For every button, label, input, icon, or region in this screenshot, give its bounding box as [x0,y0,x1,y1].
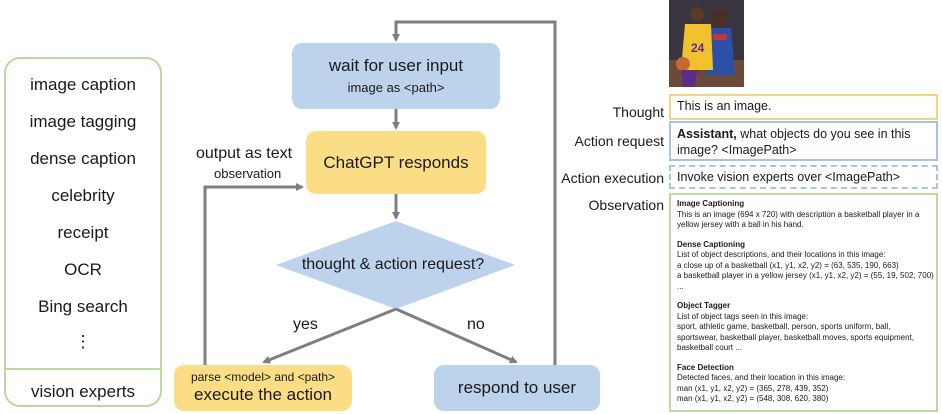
dense-line: List of object descriptions, and their l… [677,250,886,259]
expert-image-tagging: image tagging [29,112,137,131]
face-title: Face Detection [677,362,734,372]
dense-line: ... [677,281,684,291]
chatgpt-label: ChatGPT responds [323,153,469,172]
action-request-label: Action request [574,133,665,149]
expert-dense-caption: dense caption [30,149,136,168]
observation-box: Image Captioning This is an image (694 x… [669,193,938,412]
expert-receipt: receipt [57,223,109,242]
loop-arrow [392,20,557,365]
observation-section-label: Observation [588,197,664,213]
thought-text: This is an image. [677,99,772,113]
svg-text:24: 24 [691,41,705,55]
experts-divider [4,368,162,370]
tagger-line: sportswear, basketball player, basketbal… [677,332,915,342]
no-arrow [395,307,518,364]
expert-ocr: OCR [64,260,102,279]
yes-label: yes [293,316,318,333]
vision-experts-panel [4,57,162,407]
expert-more-ellipsis: ⋮ [74,332,92,351]
execute-sub-label: parse <model> and <path> [190,370,336,384]
observation-arrow [203,183,304,365]
tagger-line: sport, athletic game, basketball, person… [677,322,891,331]
vision-experts-footer: vision experts [31,382,135,401]
decision-diamond [276,221,515,309]
execute-main-label: execute the action [194,385,332,404]
tagger-line: basketball court ... [677,343,742,352]
thought-box: This is an image. [669,94,938,120]
tagger-line: List of object tags seen in this image: [677,311,809,321]
output-as-text-label: output as text [196,145,293,162]
caption-line: This is an image (694 x 720) with descri… [677,209,920,219]
face-line: man (x1, y1, x2, y2) = (548, 308, 620, 3… [677,394,829,403]
dense-title: Dense Captioning [677,239,746,249]
wait-for-input-node: wait for user input image as <path> [292,43,500,109]
caption-line: yellow jersey with a ball in his hand. [677,220,804,229]
respond-to-user-node: respond to user [434,365,600,411]
wait-main-label: wait for user input [328,56,464,75]
thought-label: Thought [612,104,664,120]
action-bold-text: Assistant, [677,127,737,141]
no-label: no [467,316,485,333]
face-line: Detected faces, and their location in th… [677,373,846,382]
action-execution-label: Action execution [561,170,664,186]
yes-arrow [262,307,397,364]
caption-title: Image Captioning [677,199,745,208]
decision-label: thought & action request? [301,256,485,273]
observation-label: observation [214,166,282,181]
action-execution-box: Invoke vision experts over <ImagePath> [669,165,938,189]
action-text: what objects do you see in this image? <… [677,127,911,157]
expert-bing-search: Bing search [38,297,128,316]
action-request-box: Assistant, what objects do you see in th… [669,121,938,161]
respond-label: respond to user [457,378,577,397]
execute-action-node: parse <model> and <path> execute the act… [174,365,352,411]
wait-sub-label: image as <path> [347,80,445,95]
tagger-title: Object Tagger [677,301,731,310]
dense-line: a close up of a basketball (x1, y1, x2, … [677,260,899,270]
exec-text: Invoke vision experts over <ImagePath> [677,170,901,184]
dense-line: a basketball player in a yellow jersey (… [677,271,934,280]
chatgpt-responds-node: ChatGPT responds [306,131,486,194]
face-line: man (x1, y1, x2, y2) = (365, 278, 439, 3… [677,383,829,393]
expert-image-caption: image caption [30,75,136,94]
expert-celebrity: celebrity [51,186,115,205]
basketball-photo: 24 [669,0,744,87]
